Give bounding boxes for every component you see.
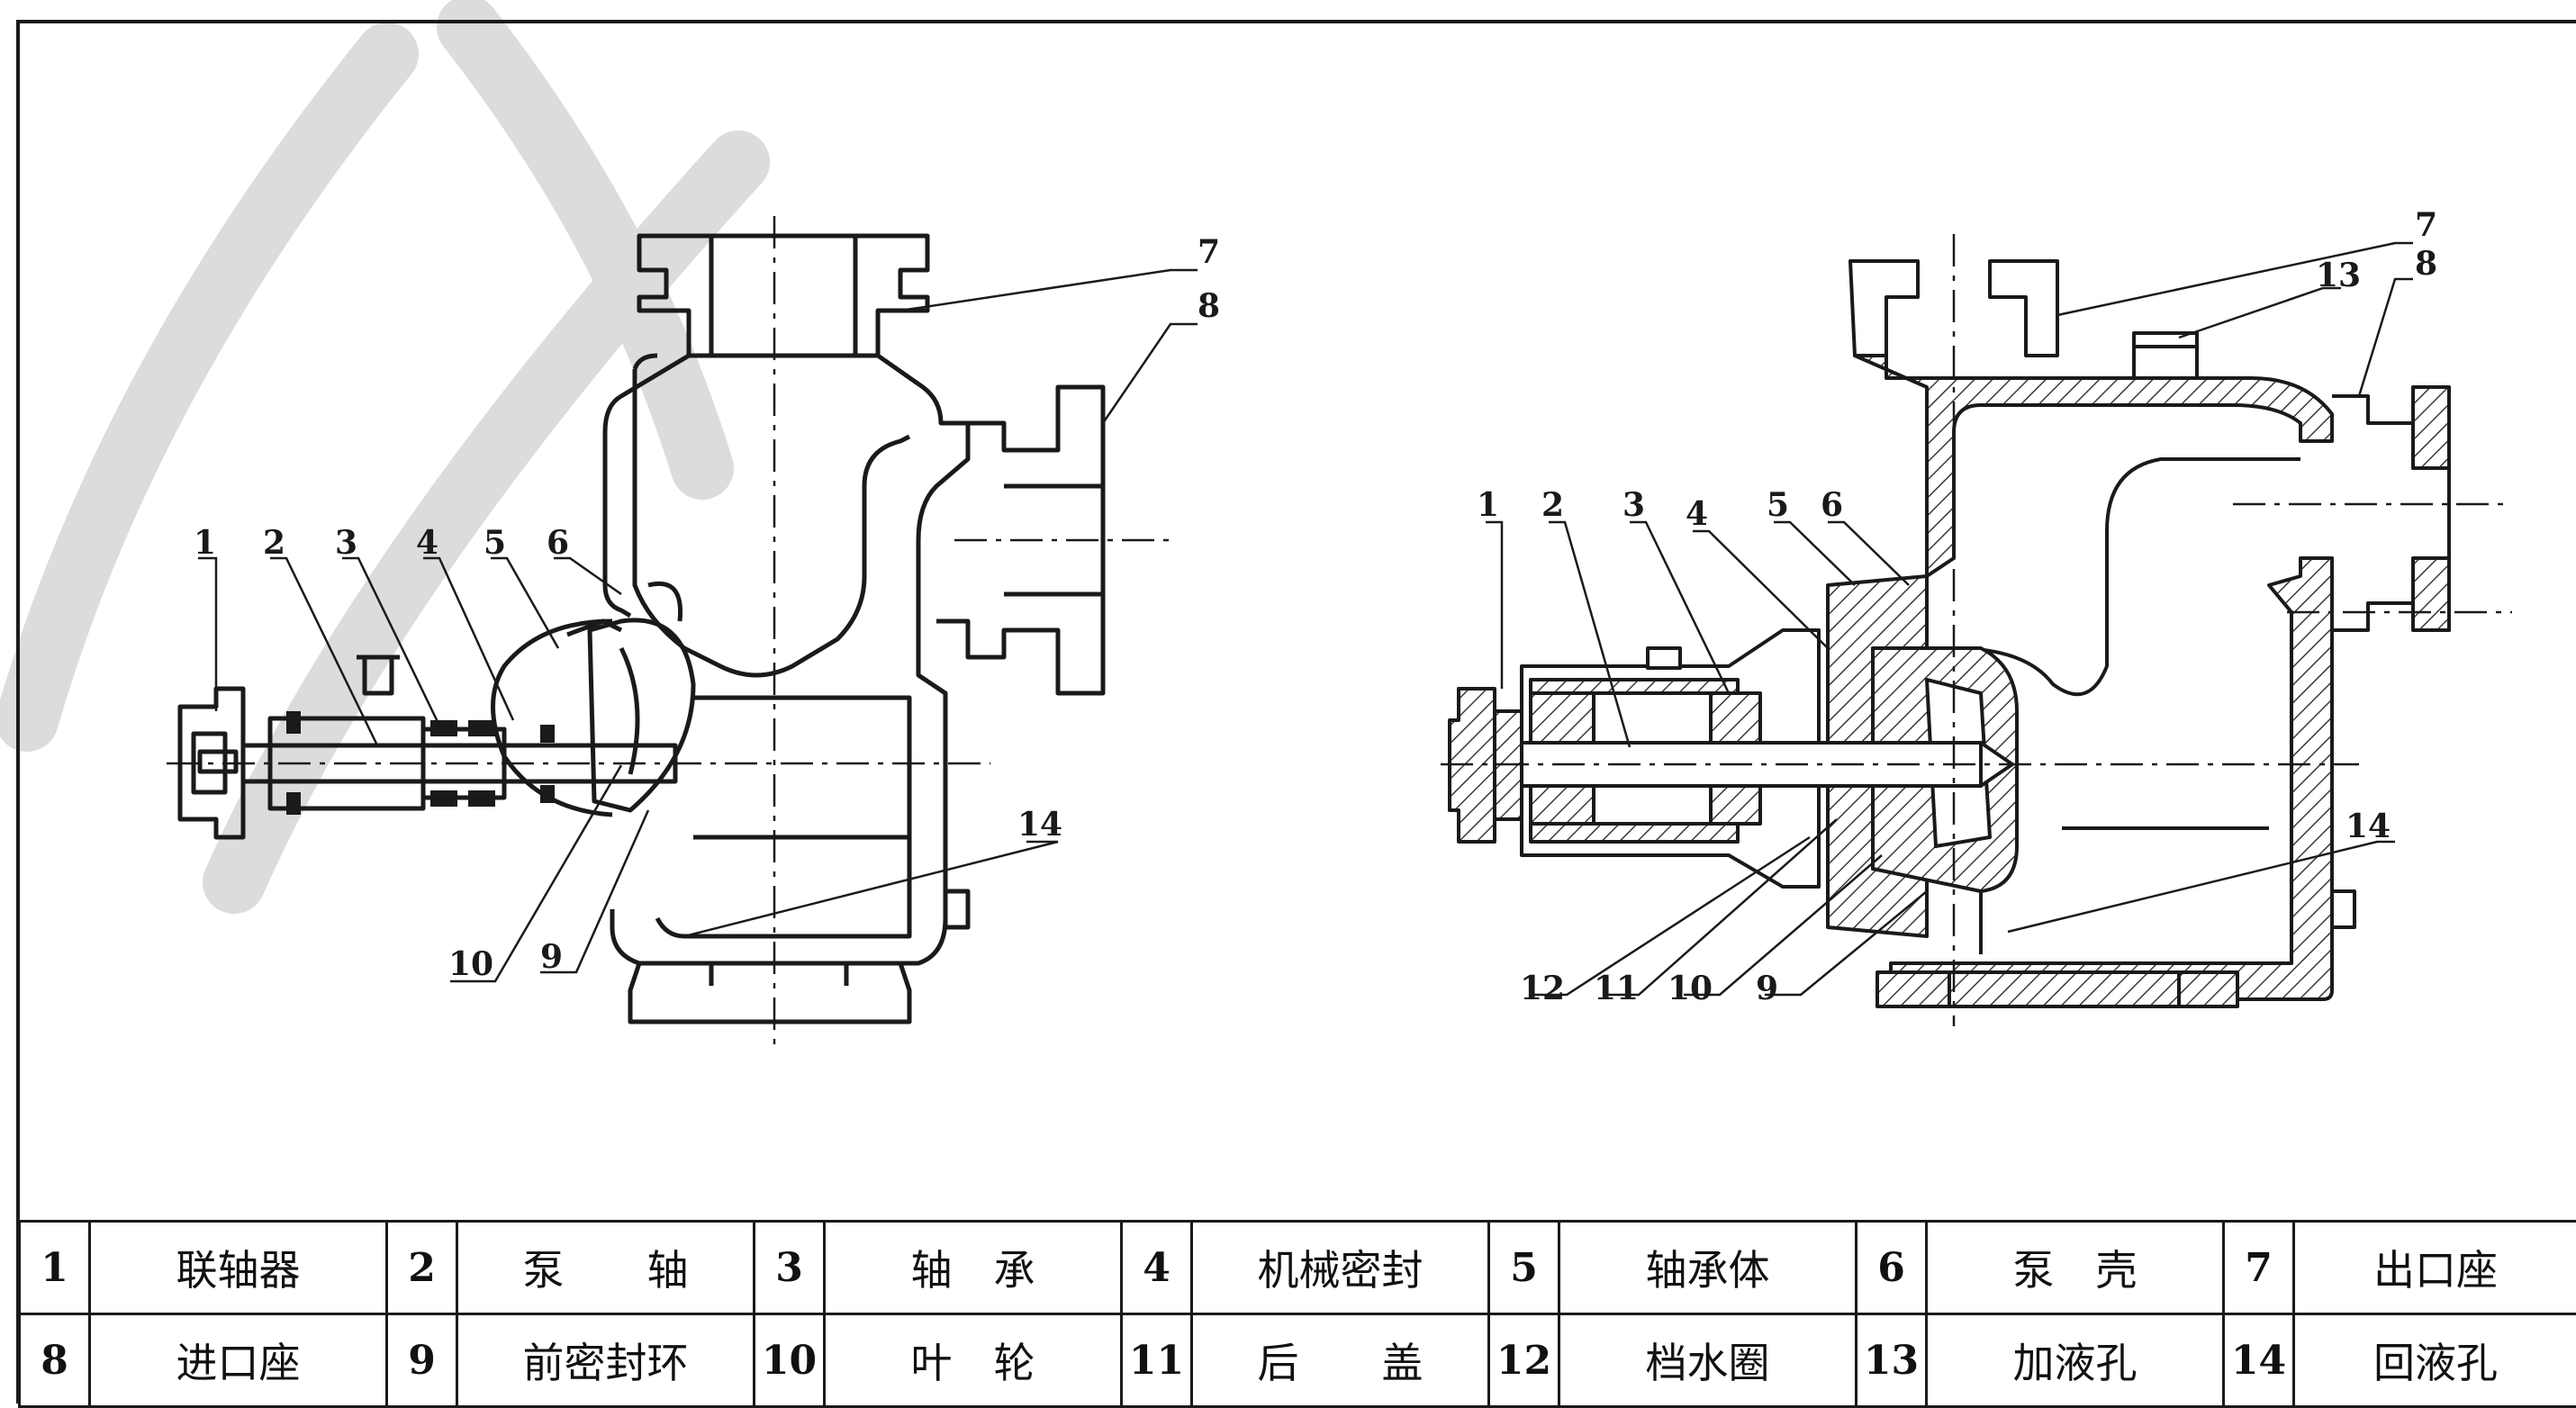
part-name: 泵 轴 (457, 1222, 755, 1314)
part-name: 轴 承 (825, 1222, 1122, 1314)
part-number: 12 (1489, 1314, 1559, 1407)
part-name: 泵 壳 (1927, 1222, 2224, 1314)
part-name: 后 盖 (1192, 1314, 1489, 1407)
drawing-frame (16, 20, 2576, 1403)
part-number: 1 (20, 1222, 90, 1314)
part-name: 轴承体 (1559, 1222, 1857, 1314)
parts-row-1: 1 联轴器 2 泵 轴 3 轴 承 4 机械密封 5 轴承体 6 泵 壳 7 出… (20, 1222, 2576, 1314)
part-number: 3 (755, 1222, 825, 1314)
part-number: 13 (1857, 1314, 1927, 1407)
part-name: 前密封环 (457, 1314, 755, 1407)
part-number: 14 (2224, 1314, 2294, 1407)
parts-row-2: 8 进口座 9 前密封环 10 叶 轮 11 后 盖 12 档水圈 13 加液孔… (20, 1314, 2576, 1407)
part-name: 档水圈 (1559, 1314, 1857, 1407)
part-name: 出口座 (2294, 1222, 2576, 1314)
part-number: 4 (1122, 1222, 1192, 1314)
part-name: 机械密封 (1192, 1222, 1489, 1314)
part-number: 7 (2224, 1222, 2294, 1314)
parts-table: 1 联轴器 2 泵 轴 3 轴 承 4 机械密封 5 轴承体 6 泵 壳 7 出… (18, 1220, 2576, 1408)
part-number: 8 (20, 1314, 90, 1407)
part-number: 6 (1857, 1222, 1927, 1314)
part-number: 5 (1489, 1222, 1559, 1314)
part-number: 9 (387, 1314, 457, 1407)
part-number: 11 (1122, 1314, 1192, 1407)
part-name: 回液孔 (2294, 1314, 2576, 1407)
part-name: 进口座 (90, 1314, 387, 1407)
part-number: 10 (755, 1314, 825, 1407)
part-number: 2 (387, 1222, 457, 1314)
part-name: 联轴器 (90, 1222, 387, 1314)
part-name: 加液孔 (1927, 1314, 2224, 1407)
part-name: 叶 轮 (825, 1314, 1122, 1407)
